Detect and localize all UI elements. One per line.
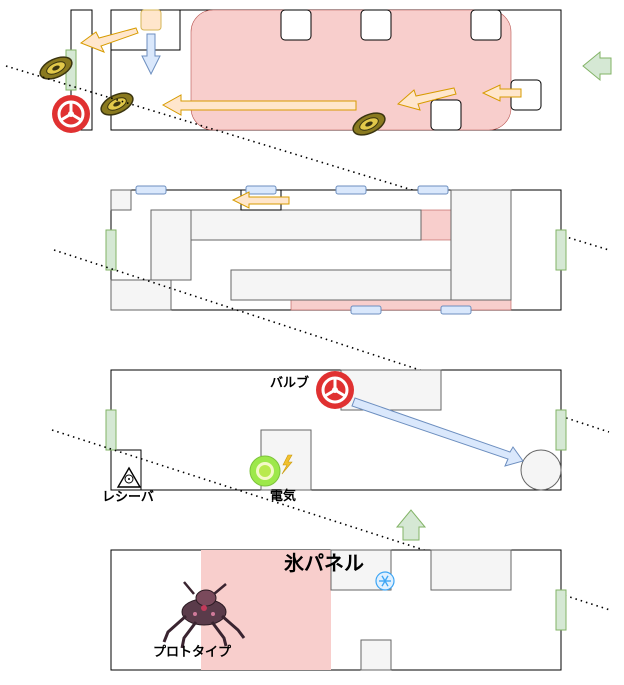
section-4-platform-3 bbox=[360, 639, 392, 671]
section-3: バルブ 電気 レシーバ bbox=[51, 369, 611, 611]
orange-arrow-3 bbox=[396, 87, 457, 111]
ice-tile bbox=[335, 185, 367, 195]
ice-tile bbox=[417, 185, 449, 195]
section-4: 氷パネル プロトタイプ bbox=[110, 549, 567, 671]
blue-diagonal-arrow bbox=[351, 397, 524, 467]
orange-arrow-4 bbox=[481, 84, 522, 102]
valve-icon bbox=[316, 371, 354, 409]
orange-arrow-2 bbox=[161, 94, 357, 116]
blue-down-arrow bbox=[141, 33, 161, 76]
lightning-icon bbox=[281, 454, 293, 475]
section-2-hazard-bottom bbox=[290, 299, 512, 311]
section-1-hole-3 bbox=[470, 9, 502, 41]
ice-tile bbox=[350, 305, 382, 315]
gear-enemy-icon bbox=[100, 92, 134, 116]
ice-tile bbox=[440, 305, 472, 315]
dotted-connector-1 bbox=[5, 65, 610, 251]
green-up-arrow bbox=[395, 509, 427, 541]
valve-icon bbox=[52, 95, 90, 133]
green-left-arrow bbox=[582, 50, 612, 82]
receiver-label: レシーバ bbox=[102, 490, 154, 505]
section-3-door-left bbox=[105, 409, 117, 451]
section-2-platform-1 bbox=[110, 189, 132, 211]
gear-enemy-icon bbox=[39, 56, 73, 80]
section-2-platform-5 bbox=[450, 189, 512, 301]
section-3-round-target bbox=[520, 449, 562, 491]
gear-enemy-icon bbox=[352, 112, 386, 136]
orange-arrow-1 bbox=[79, 27, 139, 53]
section-1-hole-5 bbox=[430, 99, 462, 131]
section-1-yellow-block bbox=[140, 9, 162, 31]
section-1-hole-2 bbox=[360, 9, 392, 41]
prototype-label: プロトタイプ bbox=[153, 645, 232, 660]
section-4-platform-2 bbox=[430, 549, 512, 591]
orange-arrow-5 bbox=[231, 191, 290, 209]
valve-label: バルブ bbox=[270, 375, 309, 391]
section-2-platform-2 bbox=[150, 209, 192, 281]
section-2-platform-6 bbox=[110, 279, 172, 311]
snowflake-icon bbox=[375, 571, 395, 591]
section-2 bbox=[53, 185, 610, 433]
electric-switch-icon bbox=[249, 455, 281, 487]
ice-tile bbox=[135, 185, 167, 195]
section-1 bbox=[5, 9, 612, 251]
receiver-icon bbox=[116, 466, 142, 488]
prototype-boss-icon bbox=[162, 581, 246, 649]
electric-label: 電気 bbox=[270, 488, 296, 504]
section-2-door-right bbox=[555, 229, 567, 271]
section-1-hazard-area bbox=[190, 9, 512, 131]
section-2-door-left bbox=[105, 229, 117, 271]
ice-tile bbox=[245, 185, 277, 195]
section-4-door-right bbox=[555, 589, 567, 631]
section-1-hole-1 bbox=[280, 9, 312, 41]
section-3-door-right bbox=[555, 409, 567, 451]
ice-panel-label: 氷パネル bbox=[284, 551, 364, 575]
section-2-platform-4 bbox=[230, 269, 452, 301]
section-2-platform-3 bbox=[190, 209, 422, 241]
dotted-connector-2 bbox=[53, 249, 610, 433]
